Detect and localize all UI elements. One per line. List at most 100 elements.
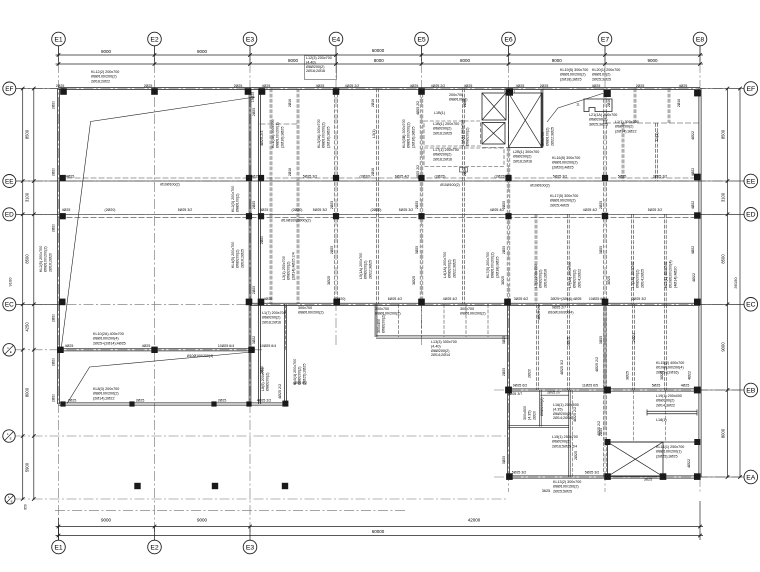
svg-text:(2Ø18);3Ø25: (2Ø18);3Ø25 — [560, 77, 582, 81]
svg-text:L19(1) 200x400: L19(1) 200x400 — [656, 394, 682, 398]
svg-text:3Ø25: 3Ø25 — [502, 336, 506, 344]
svg-text:KL13(2) 300x700: KL13(2) 300x700 — [553, 480, 581, 484]
svg-text:Ø8Ø100/200(4): Ø8Ø100/200(4) — [93, 337, 119, 341]
svg-text:8000: 8000 — [374, 58, 385, 63]
svg-text:Ø6Ø200(2): Ø6Ø200(2) — [466, 128, 470, 146]
svg-text:5Ø25 3/2: 5Ø25 3/2 — [399, 208, 413, 212]
svg-text:L3(1): L3(1) — [372, 129, 376, 138]
svg-text:2Ø25: 2Ø25 — [502, 246, 506, 254]
svg-text:4Ø25: 4Ø25 — [681, 384, 690, 388]
svg-text:Ø8Ø200(2): Ø8Ø200(2) — [431, 349, 449, 353]
svg-text:2Ø25: 2Ø25 — [540, 84, 549, 88]
svg-text:4Ø25: 4Ø25 — [142, 344, 151, 348]
svg-text:2Ø25: 2Ø25 — [330, 201, 334, 209]
svg-text:2Ø25+(2Ø16): 2Ø25+(2Ø16) — [656, 370, 679, 374]
svg-text:4Ø25 2/2: 4Ø25 2/2 — [345, 84, 359, 88]
svg-text:4Ø25 2/2: 4Ø25 2/2 — [431, 84, 445, 88]
svg-text:Ø10Ø100/200(4): Ø10Ø100/200(4) — [548, 311, 573, 315]
svg-text:8000: 8000 — [288, 58, 299, 63]
svg-text:4Ø25: 4Ø25 — [262, 84, 271, 88]
svg-text:2Ø25+(2Ø14);4Ø25: 2Ø25+(2Ø14);4Ø25 — [550, 297, 581, 301]
svg-text:Ø6Ø200(2): Ø6Ø200(2) — [553, 412, 571, 416]
svg-text:E: E — [10, 436, 12, 440]
svg-text:(2Ø20): (2Ø20) — [371, 208, 382, 212]
svg-text:2Ø20: 2Ø20 — [52, 314, 56, 322]
svg-text:(2Ø20): (2Ø20) — [105, 208, 116, 212]
svg-text:2Ø25+(2Ø14);4Ø25: 2Ø25+(2Ø14);4Ø25 — [93, 341, 126, 345]
svg-text:10Ø25 6/4: 10Ø25 6/4 — [589, 297, 605, 301]
svg-text:3Ø25: 3Ø25 — [599, 336, 603, 344]
svg-text:5Ø25 3/7: 5Ø25 3/7 — [508, 392, 522, 396]
svg-text:KL12(2) 200x700: KL12(2) 200x700 — [91, 70, 119, 74]
svg-text:2Ø16: 2Ø16 — [288, 99, 292, 107]
svg-text:4Ø25 4/2: 4Ø25 4/2 — [443, 297, 457, 301]
svg-text:KL8(3) 200x700: KL8(3) 200x700 — [93, 387, 119, 391]
svg-text:Ø10Ø100(2): Ø10Ø100(2) — [160, 183, 179, 187]
svg-text:2Ø14;2Ø22: 2Ø14;2Ø22 — [577, 269, 581, 288]
svg-text:5Ø25 3/2: 5Ø25 3/2 — [648, 208, 662, 212]
svg-text:L1B(1) 200x700: L1B(1) 200x700 — [433, 122, 459, 126]
svg-text:8500: 8500 — [25, 254, 30, 264]
svg-text:2Ø16: 2Ø16 — [607, 99, 611, 107]
svg-text:L1A(1) 200x700: L1A(1) 200x700 — [461, 120, 465, 146]
svg-text:3Ø25: 3Ø25 — [660, 371, 664, 380]
svg-text:E: E — [10, 350, 12, 354]
svg-text:9Ø25 2/7: 9Ø25 2/7 — [552, 306, 566, 310]
svg-text:Ø6Ø200(2): Ø6Ø200(2) — [615, 125, 633, 129]
svg-text:Ø8Ø100/200(2): Ø8Ø100/200(2) — [407, 122, 411, 148]
svg-text:KL3(3A) 300x700: KL3(3A) 300x700 — [317, 119, 321, 148]
svg-text:4Ø25: 4Ø25 — [251, 175, 260, 179]
svg-text:Ø8Ø100/150(2): Ø8Ø100/150(2) — [553, 485, 579, 489]
svg-text:EB: EB — [746, 387, 756, 394]
svg-text:L18(1): L18(1) — [656, 418, 667, 422]
svg-text:3Ø25;3Ø25: 3Ø25;3Ø25 — [589, 122, 608, 126]
svg-text:E4: E4 — [332, 36, 341, 43]
svg-text:(4.35): (4.35) — [528, 410, 532, 420]
svg-text:Ø8Ø100(2): Ø8Ø100(2) — [236, 194, 240, 212]
svg-text:Ø6Ø200(2): Ø6Ø200(2) — [448, 260, 452, 278]
svg-text:2Ø14;2Ø25: 2Ø14;2Ø25 — [640, 269, 644, 288]
svg-text:L7(1A) 200x700: L7(1A) 200x700 — [631, 262, 635, 288]
svg-text:KL7(1) 400x700: KL7(1) 400x700 — [664, 262, 668, 288]
svg-text:2Ø20: 2Ø20 — [52, 224, 56, 232]
svg-text:Ø10Ø100(2): Ø10Ø100(2) — [530, 184, 549, 188]
svg-text:2Ø22;3Ø25: 2Ø22;3Ø25 — [452, 259, 456, 278]
svg-text:300x400: 300x400 — [377, 319, 381, 333]
svg-text:Ø6Ø200(2): Ø6Ø200(2) — [236, 250, 240, 268]
svg-text:3Ø25: 3Ø25 — [327, 276, 331, 285]
svg-text:5Ø25: 5Ø25 — [618, 175, 627, 179]
svg-text:EE: EE — [5, 178, 14, 185]
svg-text:4Ø25: 4Ø25 — [65, 344, 74, 348]
svg-text:(2Ø20): (2Ø20) — [292, 208, 303, 212]
svg-text:4Ø25 2/2: 4Ø25 2/2 — [537, 305, 541, 320]
svg-text:L1(7) 200x700: L1(7) 200x700 — [262, 311, 286, 315]
svg-text:Ø8Ø100/200(2): Ø8Ø100/200(2) — [460, 312, 486, 316]
svg-text:300x500: 300x500 — [523, 406, 527, 420]
svg-text:(4Ø14);4Ø20: (4Ø14);4Ø20 — [673, 266, 677, 288]
svg-text:2Ø22;3Ø25: 2Ø22;3Ø25 — [550, 127, 554, 146]
svg-text:6Ø25 4/2: 6Ø25 4/2 — [388, 297, 402, 301]
svg-text:2Ø14;3Ø22: 2Ø14;3Ø22 — [656, 403, 675, 407]
svg-text:200x700: 200x700 — [449, 93, 463, 97]
svg-text:3Ø25 6/2: 3Ø25 6/2 — [514, 297, 528, 301]
svg-text:E3: E3 — [246, 36, 255, 43]
svg-text:Ø6Ø200(2): Ø6Ø200(2) — [540, 398, 544, 416]
svg-text:9000: 9000 — [647, 58, 658, 63]
svg-text:(4.35): (4.35) — [553, 407, 563, 411]
svg-text:2Ø16;2Ø16: 2Ø16;2Ø16 — [306, 69, 325, 73]
svg-text:5Ø25 3/2: 5Ø25 3/2 — [512, 471, 526, 475]
svg-text:EE: EE — [746, 178, 756, 185]
svg-text:Ø8Ø100/200(2): Ø8Ø100/200(2) — [491, 252, 495, 278]
svg-text:Ø8Ø100/200(2): Ø8Ø100/200(2) — [298, 311, 324, 315]
svg-text:3Ø25: 3Ø25 — [626, 371, 630, 380]
svg-text:2Ø16;2Ø16: 2Ø16;2Ø16 — [262, 320, 281, 324]
svg-text:3100: 3100 — [721, 192, 726, 202]
svg-text:6Ø25 4/2: 6Ø25 4/2 — [395, 175, 409, 179]
svg-text:Ø8Ø100(2): Ø8Ø100(2) — [546, 128, 550, 146]
svg-text:Ø6Ø200(2): Ø6Ø200(2) — [656, 399, 674, 403]
svg-text:Ø6Ø200(2): Ø6Ø200(2) — [636, 270, 640, 288]
svg-text:2Ø20: 2Ø20 — [260, 366, 264, 374]
svg-text:2Ø25: 2Ø25 — [234, 84, 243, 88]
svg-text:L1B(1): L1B(1) — [434, 111, 445, 115]
svg-text:Ø8Ø100/200(2): Ø8Ø100/200(2) — [91, 75, 117, 79]
